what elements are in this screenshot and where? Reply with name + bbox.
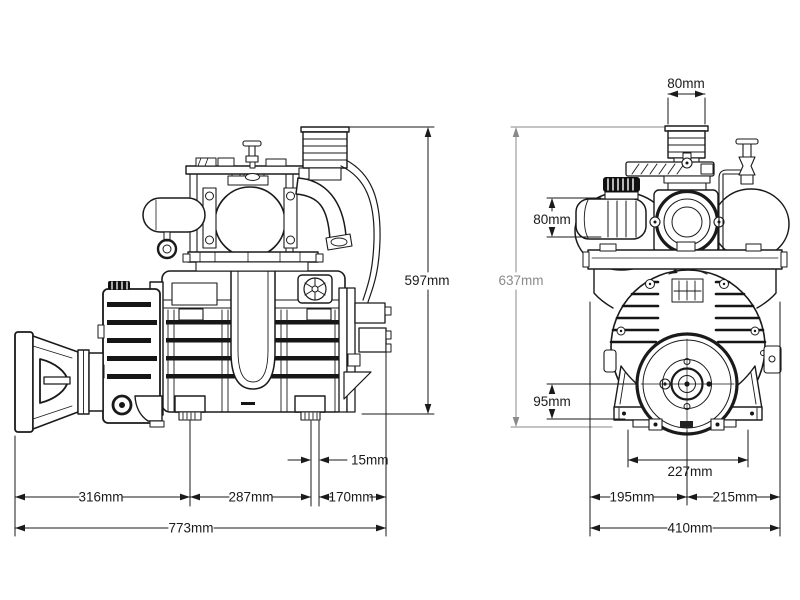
relief-valve [718,138,759,252]
dim-side-width-chain: 316mm 287mm 170mm [14,351,387,537]
dim-intake-diameter: 80mm [533,197,602,238]
dim-label-front-total: 410mm [667,521,712,536]
dim-label-intake-diameter: 80mm [533,212,571,227]
dim-side-total-width: 773mm [14,521,387,536]
dim-shaft-height: 95mm [533,383,639,420]
top-valve [242,140,262,181]
hanger-ring [156,238,178,260]
mounting-feet [174,395,326,421]
saddle-bracket [582,241,788,309]
exhaust-elbow [295,167,353,251]
knurled-cap [603,177,640,192]
name-plate [171,282,218,306]
dim-front-total-width: 410mm [589,521,781,536]
dim-label-exhaust-width: 80mm [667,76,705,91]
sight-glass [111,394,133,416]
side-boss-left [603,349,617,373]
dim-label-side-height: 597mm [404,273,449,288]
dim-foot-bolt-spacing: 227mm [627,429,749,479]
vacuum-dome [214,186,286,258]
dim-label-shaft-height: 95mm [533,394,571,409]
dim-front-halves: 195mm 215mm [589,301,781,537]
dim-label-center-to-right: 215mm [712,490,757,505]
pto-bell-coupling [14,331,104,433]
exhaust-stack-side [300,126,350,181]
dim-label-side-total: 773mm [168,521,213,536]
exhaust-hose [340,159,381,303]
vacuum-dome-assembly [142,140,353,272]
dim-side-height: 597mm [348,126,450,415]
oil-filler-cap [108,281,130,290]
dim-label-front-height: 637mm [498,273,543,288]
front-view: 637mm 80mm 80mm 95mm [498,76,790,537]
dim-foot-pad: 15mm [287,453,389,468]
dim-exhaust-width: 80mm [667,76,706,125]
muffler [142,197,206,260]
intake-port [575,177,647,240]
dim-label-foot-pad: 15mm [351,453,389,468]
top-grille [671,278,704,303]
fan-vent [297,274,333,304]
side-view: 597mm 316mm 287mm 170mm 773mm [14,126,450,537]
pump-body [144,270,346,421]
top-manifold-plate [625,152,715,191]
gearbox [97,281,165,428]
dim-label-segment-right: 170mm [328,490,373,505]
dome-clamps [202,187,298,249]
side-bracket [338,287,392,413]
dim-label-foot-bolt-spacing: 227mm [667,464,712,479]
dim-label-segment-left: 316mm [78,490,123,505]
dim-label-center-to-left: 195mm [609,490,654,505]
center-duct [230,270,276,390]
end-cover [635,332,739,436]
dim-front-height: 637mm [498,126,665,428]
dim-label-segment-center: 287mm [228,490,273,505]
